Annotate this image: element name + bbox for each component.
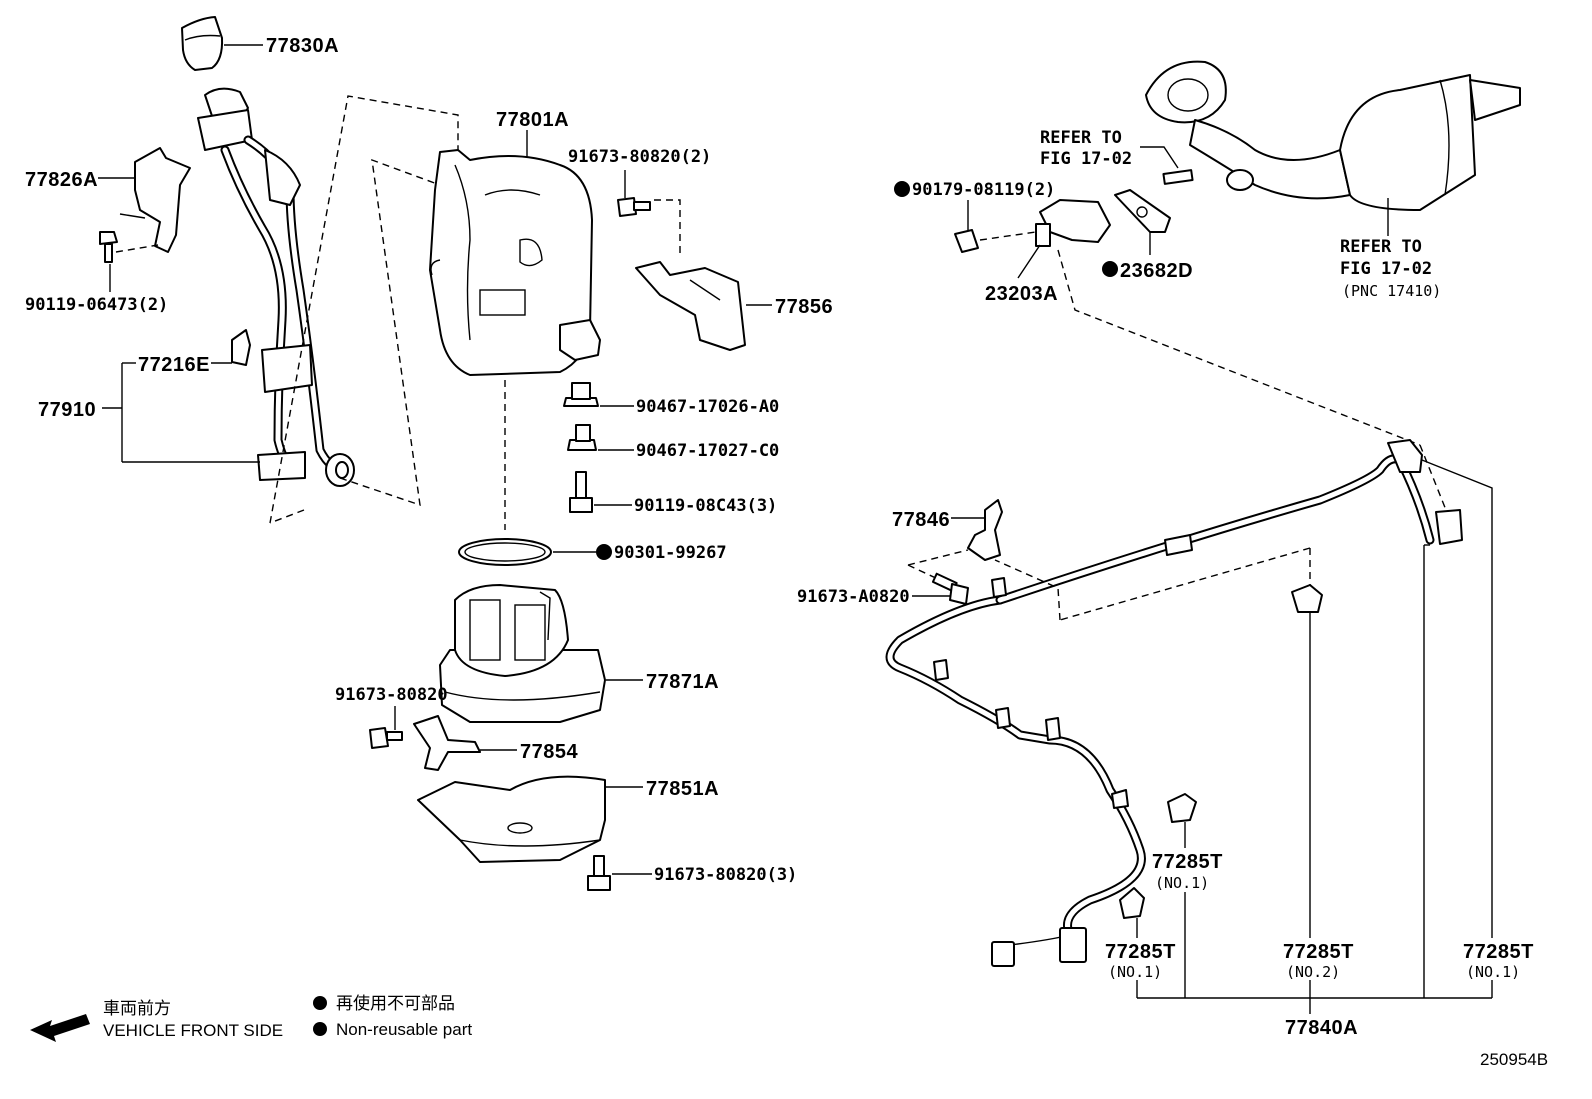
stud-exhaust xyxy=(1162,169,1194,185)
nut-90179-08119 xyxy=(954,229,979,253)
part-77840A-harness xyxy=(885,439,1463,967)
clip-77285T-no1-mid xyxy=(1167,793,1197,823)
figure-id: 250954B xyxy=(1480,1050,1548,1069)
bolt-90119-08C43 xyxy=(569,471,593,513)
label-no1-b: (NO.1) xyxy=(1108,963,1162,981)
label-91673-80820-3: 91673-80820(3) xyxy=(654,865,797,885)
label-23203A: 23203A xyxy=(985,283,1058,305)
nonreusable-dot-icon xyxy=(313,1022,327,1036)
clip-77285T-no2 xyxy=(1291,584,1323,613)
label-77285T-b: 77285T xyxy=(1105,941,1176,963)
label-77830A: 77830A xyxy=(266,35,339,57)
nonreusable-mark-90179 xyxy=(894,181,910,197)
label-no2-c: (NO.2) xyxy=(1286,963,1340,981)
part-77856-bracket xyxy=(635,261,746,351)
bolt-91673-80820-2 xyxy=(617,197,651,217)
label-91673-80820-2: 91673-80820(2) xyxy=(568,147,711,167)
label-77826A: 77826A xyxy=(25,169,98,191)
part-77851A-cover xyxy=(417,775,606,863)
part-90467-17027-C0 xyxy=(567,424,597,451)
label-77285T-d: 77285T xyxy=(1463,941,1534,963)
label-90467-17026-A0: 90467-17026-A0 xyxy=(636,397,779,417)
label-refer2-b: FIG 17-02 xyxy=(1340,259,1432,279)
label-no1-d: (NO.1) xyxy=(1466,963,1520,981)
part-77216E-clip xyxy=(231,329,251,366)
bolt-91673-80820 xyxy=(369,727,403,749)
label-91673-A0820: 91673-A0820 xyxy=(797,587,910,607)
nonreusable-mark-90301 xyxy=(596,544,612,560)
label-77910: 77910 xyxy=(38,399,96,421)
label-90467-17027-C0: 90467-17027-C0 xyxy=(636,441,779,461)
part-23203A-sensor xyxy=(1035,199,1111,247)
part-77854-bracket xyxy=(413,715,481,771)
label-refer1-b: FIG 17-02 xyxy=(1040,149,1132,169)
label-77285T-c: 77285T xyxy=(1283,941,1354,963)
label-90301-99267: 90301-99267 xyxy=(614,543,727,563)
label-no1-a: (NO.1) xyxy=(1155,874,1209,892)
label-77801A: 77801A xyxy=(496,109,569,131)
label-77851A: 77851A xyxy=(646,778,719,800)
bolt-91673-80820-3 xyxy=(587,855,611,891)
legend-nonreuse-jp: 再使用不可部品 xyxy=(336,993,455,1013)
part-23682D-gasket xyxy=(1114,189,1171,233)
part-77830A-cap xyxy=(181,16,224,71)
label-77216E: 77216E xyxy=(138,354,210,376)
part-77910-filler-pipe xyxy=(197,87,355,487)
label-77846: 77846 xyxy=(892,509,950,531)
label-77854: 77854 xyxy=(520,741,578,763)
legend-nonreuse-en: Non-reusable part xyxy=(336,1020,472,1039)
label-90179-08119: 90179-08119(2) xyxy=(912,180,1055,200)
label-refer1-a: REFER TO xyxy=(1040,128,1122,148)
label-refer2-a: REFER TO xyxy=(1340,237,1422,257)
bolt-91673-A0820 xyxy=(931,572,969,605)
label-77840A: 77840A xyxy=(1285,1017,1358,1039)
part-exhaust-pipe xyxy=(1145,60,1521,211)
legend-front-en: VEHICLE FRONT SIDE xyxy=(103,1021,283,1040)
clip-77285T-no1-left xyxy=(1119,887,1145,919)
nonreusable-mark-23682D xyxy=(1102,261,1118,277)
bolt-90119-06473 xyxy=(99,231,118,263)
part-77801A-tank xyxy=(429,149,601,376)
label-refer2-c: (PNC 17410) xyxy=(1342,282,1441,300)
part-77846-bracket xyxy=(967,499,1003,561)
label-77871A: 77871A xyxy=(646,671,719,693)
part-90301-oring xyxy=(458,538,552,566)
label-77856: 77856 xyxy=(775,296,833,318)
label-91673-80820: 91673-80820 xyxy=(335,685,448,705)
legend-front-jp: 車両前方 xyxy=(103,999,171,1018)
label-90119-06473: 90119-06473(2) xyxy=(25,295,168,315)
part-90467-17026-A0 xyxy=(563,382,599,407)
label-23682D: 23682D xyxy=(1120,260,1193,282)
label-77285T-a: 77285T xyxy=(1152,851,1223,873)
nonreusable-dot-icon xyxy=(313,996,327,1010)
part-77826A-bracket xyxy=(119,147,191,253)
front-arrow-icon xyxy=(30,1014,90,1042)
label-90119-08C43: 90119-08C43(3) xyxy=(634,496,777,516)
part-77871A-pump xyxy=(439,584,606,723)
